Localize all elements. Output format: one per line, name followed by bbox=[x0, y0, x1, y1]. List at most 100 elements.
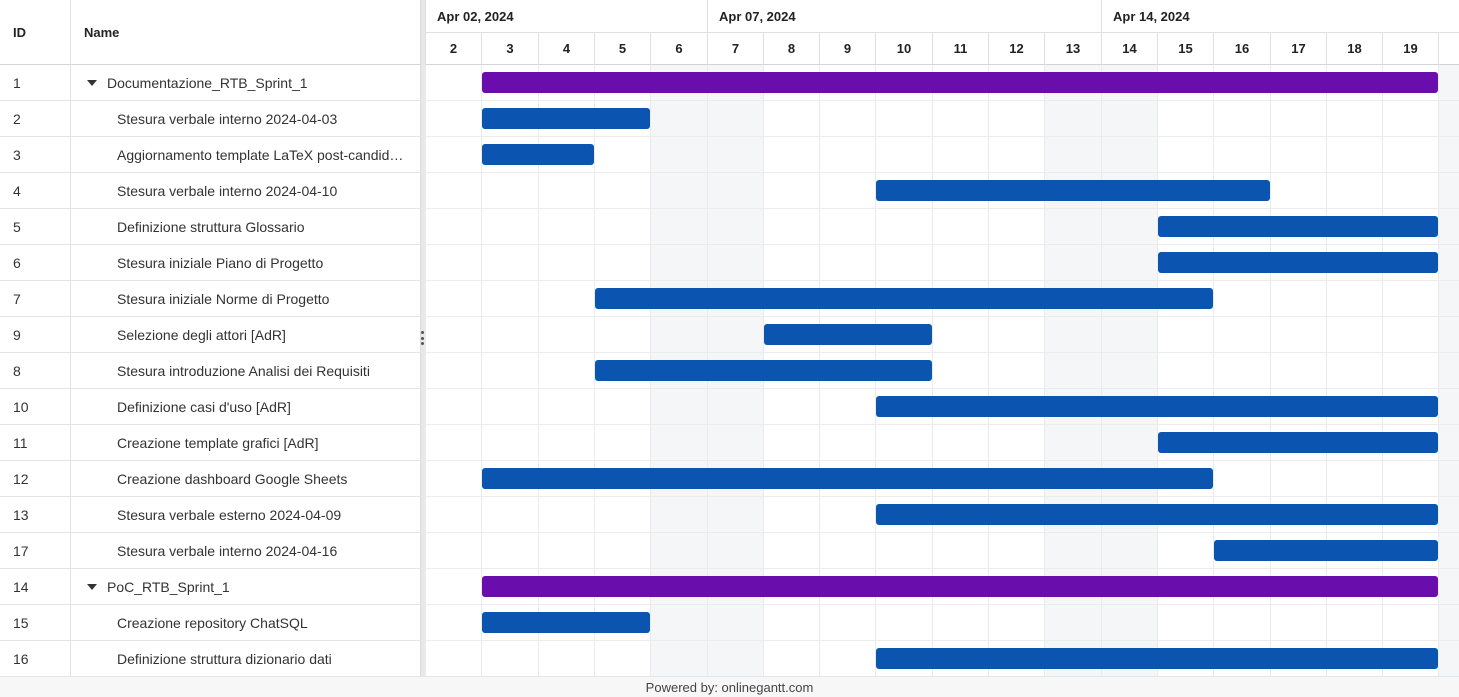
week-header: Apr 07, 2024 bbox=[707, 0, 1101, 33]
task-name-cell[interactable]: Stesura iniziale Piano di Progetto bbox=[71, 245, 421, 280]
group-bar[interactable] bbox=[482, 72, 1438, 93]
task-name-cell[interactable]: Creazione template grafici [AdR] bbox=[71, 425, 421, 460]
task-bar[interactable] bbox=[482, 108, 650, 129]
task-id: 3 bbox=[0, 137, 71, 172]
task-bar[interactable] bbox=[595, 360, 932, 381]
day-gridline bbox=[932, 65, 988, 676]
task-name-cell[interactable]: Stesura verbale interno 2024-04-10 bbox=[71, 173, 421, 208]
task-name: Stesura iniziale Piano di Progetto bbox=[117, 254, 324, 271]
task-name-cell[interactable]: Stesura verbale interno 2024-04-16 bbox=[71, 533, 421, 568]
task-name: Stesura iniziale Norme di Progetto bbox=[117, 290, 330, 307]
task-name-cell[interactable]: Stesura introduzione Analisi dei Requisi… bbox=[71, 353, 421, 388]
task-name-cell[interactable]: Creazione dashboard Google Sheets bbox=[71, 461, 421, 496]
day-header: 17 bbox=[1270, 33, 1326, 65]
task-name-cell[interactable]: PoC_RTB_Sprint_1 bbox=[71, 569, 421, 604]
task-name-cell[interactable]: Definizione casi d'uso [AdR] bbox=[71, 389, 421, 424]
task-id: 9 bbox=[0, 317, 71, 352]
task-bar[interactable] bbox=[482, 612, 650, 633]
task-bar[interactable] bbox=[595, 288, 1213, 309]
row-gridline bbox=[425, 208, 1459, 209]
task-name: Stesura verbale interno 2024-04-03 bbox=[117, 110, 338, 127]
task-bar[interactable] bbox=[1214, 540, 1438, 561]
task-bar[interactable] bbox=[876, 180, 1270, 201]
task-name-cell[interactable]: Stesura verbale interno 2024-04-03 bbox=[71, 101, 421, 136]
day-gridline bbox=[1213, 65, 1270, 676]
task-name-cell[interactable]: Stesura iniziale Norme di Progetto bbox=[71, 281, 421, 316]
day-header: 20 bbox=[1438, 33, 1459, 65]
task-bar[interactable] bbox=[876, 504, 1438, 525]
task-name-cell[interactable]: Definizione struttura Glossario bbox=[71, 209, 421, 244]
task-name-cell[interactable]: Selezione degli attori [AdR] bbox=[71, 317, 421, 352]
task-row[interactable]: 9 Selezione degli attori [AdR] bbox=[0, 317, 421, 353]
day-header: 16 bbox=[1213, 33, 1270, 65]
day-gridline bbox=[1438, 65, 1459, 676]
task-name: Stesura verbale esterno 2024-04-09 bbox=[117, 506, 342, 523]
caret-down-icon[interactable] bbox=[87, 583, 97, 590]
week-header: Apr 02, 2024 bbox=[425, 0, 707, 33]
weekend-column bbox=[1044, 65, 1101, 676]
task-name-cell[interactable]: Documentazione_RTB_Sprint_1 bbox=[71, 65, 421, 100]
footer-credit[interactable]: Powered by: onlinegantt.com bbox=[0, 676, 1459, 697]
task-name: Selezione degli attori [AdR] bbox=[117, 326, 286, 343]
task-bar[interactable] bbox=[1158, 216, 1438, 237]
vertical-dots-icon[interactable] bbox=[420, 331, 424, 345]
day-header: 12 bbox=[988, 33, 1044, 65]
task-bar[interactable] bbox=[764, 324, 932, 345]
row-gridline bbox=[425, 280, 1459, 281]
gantt-timeline: 234567891011121314151617181920Apr 02, 20… bbox=[425, 0, 1459, 676]
row-gridline bbox=[425, 172, 1459, 173]
task-row[interactable]: 6 Stesura iniziale Piano di Progetto bbox=[0, 245, 421, 281]
task-name-cell[interactable]: Definizione struttura dizionario dati bbox=[71, 641, 421, 676]
task-row[interactable]: 17 Stesura verbale interno 2024-04-16 bbox=[0, 533, 421, 569]
day-header: 7 bbox=[707, 33, 763, 65]
task-bar[interactable] bbox=[876, 648, 1438, 669]
row-gridline bbox=[425, 136, 1459, 137]
column-header-id[interactable]: ID bbox=[0, 0, 71, 65]
task-name: Stesura introduzione Analisi dei Requisi… bbox=[117, 362, 370, 379]
task-name-cell[interactable]: Creazione repository ChatSQL bbox=[71, 605, 421, 640]
row-gridline bbox=[425, 316, 1459, 317]
day-gridline bbox=[988, 65, 1044, 676]
day-header: 14 bbox=[1101, 33, 1157, 65]
day-gridline bbox=[1382, 65, 1438, 676]
day-header: 19 bbox=[1382, 33, 1438, 65]
group-bar[interactable] bbox=[482, 576, 1438, 597]
row-gridline bbox=[425, 460, 1459, 461]
column-header-name[interactable]: Name bbox=[71, 0, 421, 65]
weekend-column bbox=[1101, 65, 1157, 676]
day-gridline bbox=[1044, 65, 1101, 676]
week-header: Apr 14, 2024 bbox=[1101, 0, 1459, 33]
task-name: Documentazione_RTB_Sprint_1 bbox=[107, 74, 308, 91]
task-bar[interactable] bbox=[1158, 432, 1438, 453]
day-header: 11 bbox=[932, 33, 988, 65]
caret-down-icon[interactable] bbox=[87, 79, 97, 86]
task-name-cell[interactable]: Stesura verbale esterno 2024-04-09 bbox=[71, 497, 421, 532]
task-id: 6 bbox=[0, 245, 71, 280]
row-gridline bbox=[425, 424, 1459, 425]
task-bar[interactable] bbox=[482, 144, 594, 165]
task-id: 10 bbox=[0, 389, 71, 424]
day-header: 5 bbox=[594, 33, 650, 65]
task-bar[interactable] bbox=[1158, 252, 1438, 273]
task-bar[interactable] bbox=[482, 468, 1213, 489]
task-name: Stesura verbale interno 2024-04-16 bbox=[117, 542, 338, 559]
task-name-cell[interactable]: Aggiornamento template LaTeX post-candid… bbox=[71, 137, 421, 172]
task-bar[interactable] bbox=[876, 396, 1438, 417]
task-id: 17 bbox=[0, 533, 71, 568]
task-id: 11 bbox=[0, 425, 71, 460]
